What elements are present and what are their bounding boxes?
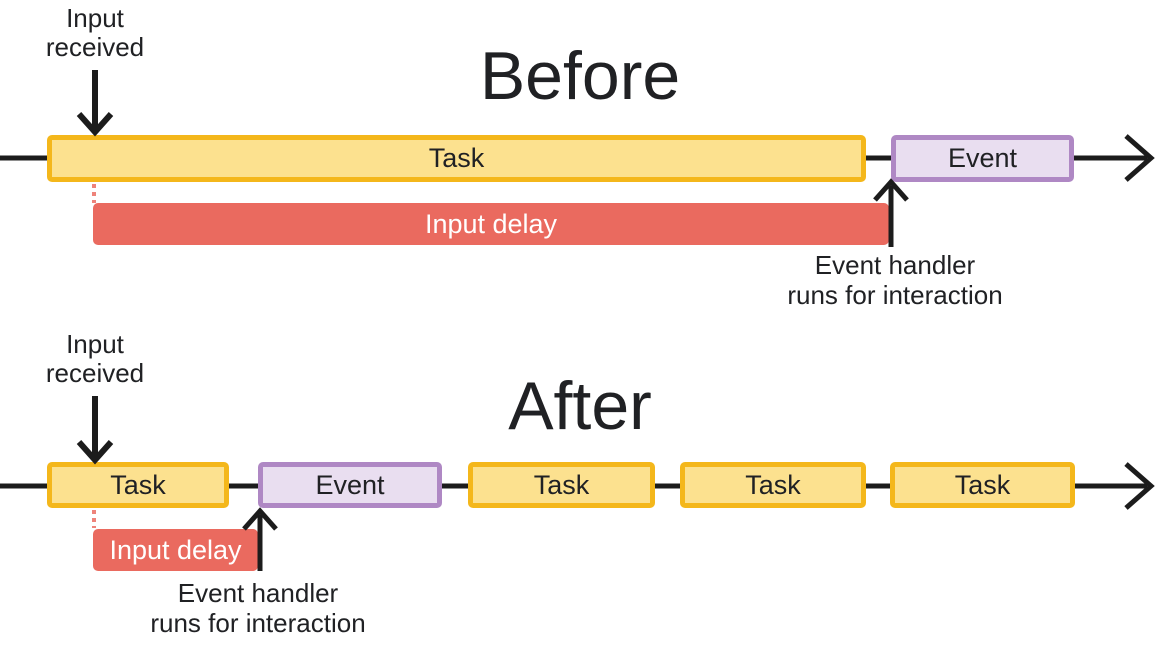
before-event-bar-label: Event — [947, 143, 1018, 173]
before-task-bar-label: Task — [428, 143, 485, 173]
after-event-handler-caption-line1: Event handler — [177, 578, 339, 608]
before-input-received-label: Input received — [33, 4, 157, 62]
after-input-delay-label: Input delay — [109, 534, 242, 565]
after-input-received-line1: Input — [66, 329, 124, 359]
after-task-bar-2: Task — [468, 462, 655, 508]
after-task-bar-3-label: Task — [745, 469, 801, 500]
after-event-handler-caption: Event handler runs for interaction — [108, 578, 408, 638]
after-timeline-arrowhead-icon — [1124, 462, 1155, 510]
after-task-bar-1-label: Task — [110, 469, 166, 500]
after-input-received-line2: received — [45, 358, 145, 388]
before-event-handler-caption-line2: runs for interaction — [787, 280, 1003, 310]
before-input-dotted-line — [92, 184, 96, 203]
after-task-bar-4-label: Task — [954, 469, 1011, 500]
after-event-handler-caption-line2: runs for interaction — [150, 608, 366, 638]
after-input-delay-bar: Input delay — [93, 529, 258, 571]
after-event-bar-label: Event — [315, 469, 385, 500]
after-task-bar-1: Task — [47, 462, 229, 508]
after-input-dotted-line — [92, 510, 96, 528]
before-timeline-arrowhead-icon — [1124, 134, 1155, 182]
before-input-received-line2: received — [45, 32, 145, 62]
after-input-received-label: Input received — [33, 330, 157, 388]
after-task-bar-3: Task — [680, 462, 866, 508]
before-event-handler-caption: Event handler runs for interaction — [745, 250, 1045, 310]
after-task-bar-4: Task — [890, 462, 1075, 508]
before-input-delay-label: Input delay — [424, 208, 558, 239]
before-task-bar: Task — [47, 135, 866, 182]
after-task-bar-2-label: Task — [533, 469, 590, 500]
after-title: After — [508, 368, 652, 444]
before-event-bar: Event — [891, 135, 1074, 182]
before-input-received-line1: Input — [66, 3, 124, 33]
after-event-bar: Event — [258, 462, 442, 508]
before-input-delay-bar: Input delay — [93, 203, 889, 245]
before-title: Before — [479, 38, 681, 114]
before-event-handler-caption-line1: Event handler — [814, 250, 976, 280]
